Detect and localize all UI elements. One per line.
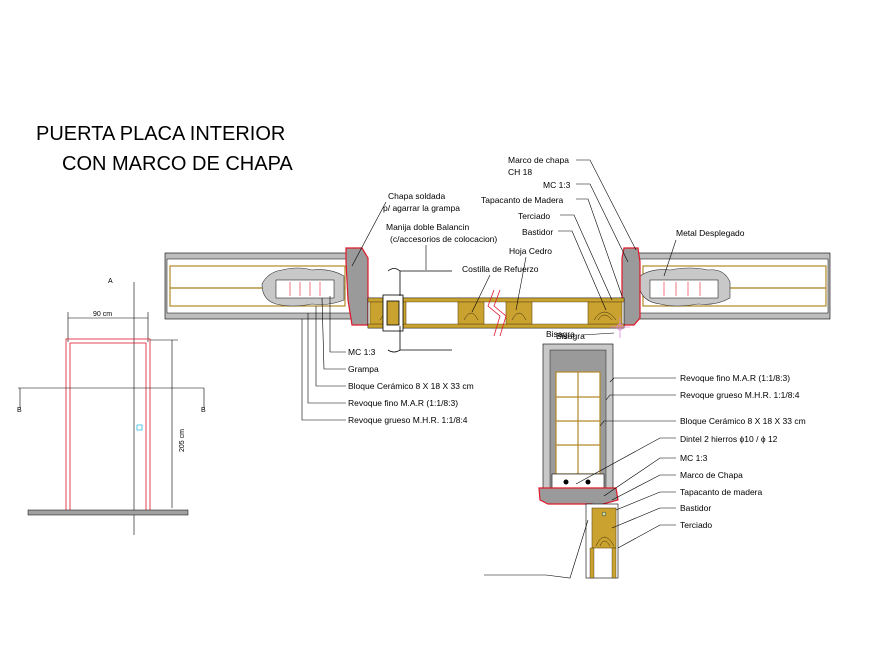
section-mark-left: B: [17, 407, 22, 414]
left-frame: [345, 247, 369, 326]
leader-label-mc: MC 1:3: [348, 347, 376, 357]
label-costilla: Costilla de Refuerzo: [462, 264, 539, 274]
hinge-icon: [610, 317, 630, 338]
right-wall: [637, 252, 831, 320]
axis-letter: A: [108, 278, 113, 285]
plan-section: Chapa soldada p/ agarrar la grampa Manij…: [164, 155, 831, 425]
right-frame: [621, 247, 641, 326]
label-mc: MC 1:3: [543, 180, 571, 190]
section-mark-right: B: [201, 407, 206, 414]
door-elevation: A 90 cm 205 cm B B: [17, 278, 206, 535]
title-line-2: CON MARCO DE CHAPA: [62, 153, 293, 175]
label-bastidor: Bastidor: [522, 227, 553, 237]
section-label-2: Bloque Cerámico 8 X 18 X 33 cm: [680, 416, 806, 426]
label-chapa-soldada-1: Chapa soldada: [388, 191, 445, 201]
label-hoja-cedro: Hoja Cedro: [509, 246, 552, 256]
section-top-label: Bisagra: [556, 331, 585, 341]
vertical-section: Bisagra Revoque fino M.A.R (1:1/8:3): [484, 331, 806, 579]
door-handle: [382, 268, 452, 353]
label-manija-2: (c/accesorios de colocacion): [390, 234, 497, 244]
floor-line: [27, 509, 189, 516]
section-label-6: Tapacanto de madera: [680, 487, 762, 497]
label-marco-chapa-1: Marco de chapa: [508, 155, 569, 165]
leader-label-grampa: Grampa: [348, 364, 379, 374]
label-manija-1: Manija doble Balancin: [386, 222, 469, 232]
label-tapacanto: Tapacanto de Madera: [481, 195, 563, 205]
door-frame-inner: [69, 342, 147, 513]
section-label-8: Terciado: [680, 520, 712, 530]
leader-label-revoque-fino: Revoque fino M.A.R (1:1/8:3): [348, 398, 458, 408]
left-wall: [164, 252, 354, 320]
label-terciado: Terciado: [518, 211, 550, 221]
label-marco-chapa-2: CH 18: [508, 167, 532, 177]
title-line-1: PUERTA PLACA INTERIOR: [36, 123, 285, 145]
section-label-5: Marco de Chapa: [680, 470, 743, 480]
section-label-4: MC 1:3: [680, 453, 708, 463]
label-chapa-soldada-2: p/ agarrar la grampa: [383, 203, 460, 213]
door-leaf: [367, 289, 625, 337]
leader-label-revoque-grueso: Revoque grueso M.H.R. 1:1/8:4: [348, 415, 468, 425]
section-label-7: Bastidor: [680, 503, 711, 513]
section-label-3: Dintel 2 hierros ϕ10 / ϕ 12: [680, 434, 778, 444]
height-dimension: 205 cm: [179, 429, 186, 452]
section-label-0: Revoque fino M.A.R (1:1/8:3): [680, 373, 790, 383]
handle-icon: [136, 424, 143, 431]
label-metal-desplegado: Metal Desplegado: [676, 228, 745, 238]
width-dimension: 90 cm: [93, 311, 112, 318]
label-bisagra: Bisagra: [546, 329, 575, 339]
section-label-1: Revoque grueso M.H.R. 1:1/8:4: [680, 390, 800, 400]
leader-label-bloque: Bloque Cerámico 8 X 18 X 33 cm: [348, 381, 474, 391]
section-label-list: Revoque fino M.A.R (1:1/8:3) Revoque gru…: [575, 373, 806, 549]
